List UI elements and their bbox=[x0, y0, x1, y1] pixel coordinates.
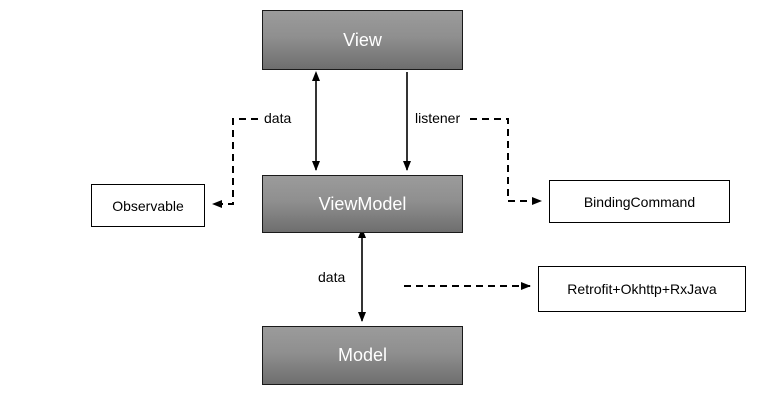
edge-label-data-top: data bbox=[264, 110, 292, 126]
edge-data-observable bbox=[212, 118, 258, 208]
node-retrofit[interactable]: Retrofit+Okhttp+RxJava bbox=[538, 266, 746, 312]
edge-label-listener: listener bbox=[415, 110, 461, 126]
node-view-label: View bbox=[343, 29, 382, 50]
node-observable-label: Observable bbox=[112, 197, 184, 214]
node-model-label: Model bbox=[337, 345, 388, 365]
node-view[interactable]: View bbox=[262, 10, 463, 70]
node-binding-command-label: BindingCommand bbox=[583, 193, 696, 210]
edge-listener-bindingcommand bbox=[470, 118, 542, 205]
edge-label-data-bottom: data bbox=[318, 269, 346, 285]
node-model[interactable]: Model bbox=[262, 326, 463, 385]
node-retrofit-label: Retrofit+Okhttp+RxJava bbox=[567, 281, 717, 297]
node-observable[interactable]: Observable bbox=[91, 184, 205, 227]
node-viewmodel[interactable]: ViewModel bbox=[262, 175, 463, 233]
node-binding-command[interactable]: BindingCommand bbox=[549, 180, 730, 223]
node-viewmodel-label: ViewModel bbox=[318, 193, 407, 214]
